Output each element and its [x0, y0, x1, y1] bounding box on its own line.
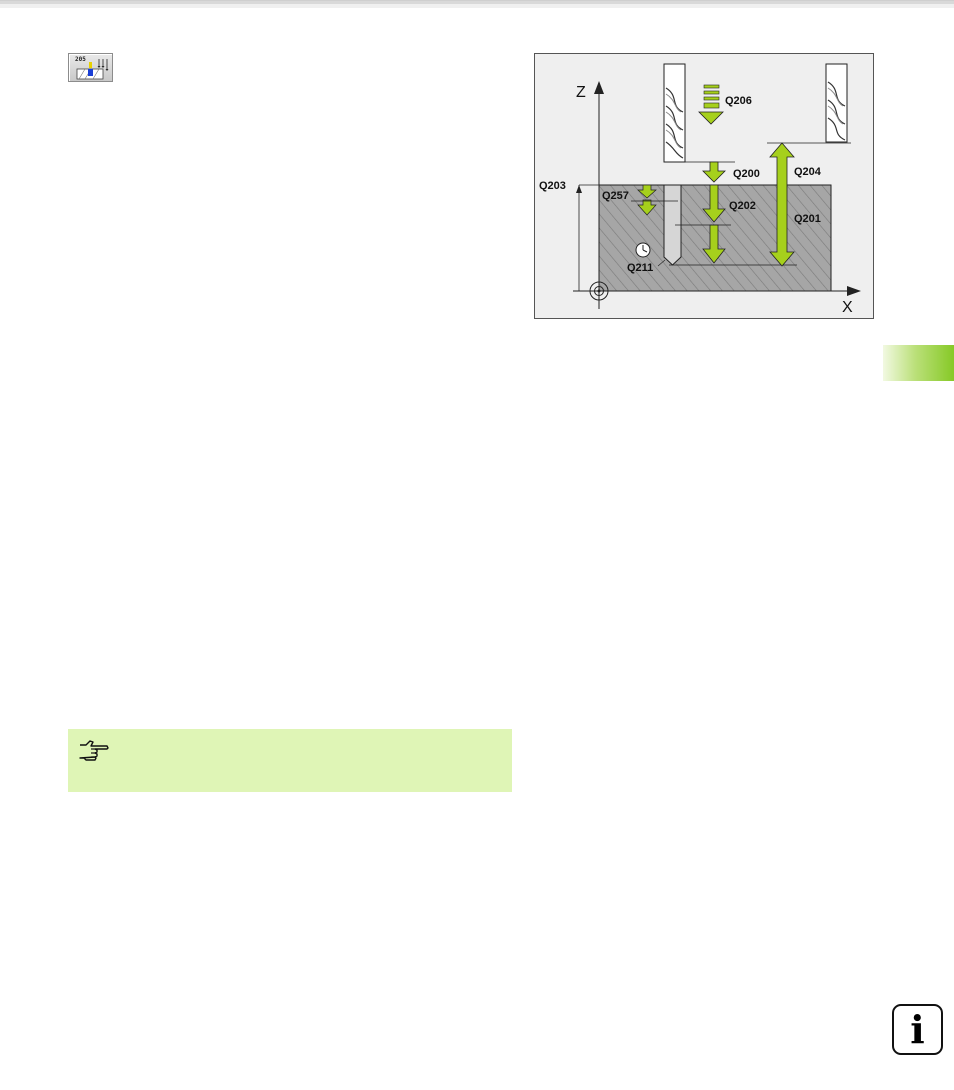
drilling-cycle-icon: [76, 59, 109, 80]
drilled-bore: [663, 184, 682, 266]
drill-tool-right: [825, 63, 848, 143]
info-button[interactable]: i: [892, 1004, 943, 1055]
info-icon: i: [910, 1007, 925, 1052]
label-q201: Q201: [794, 213, 821, 225]
note-box: [68, 729, 512, 792]
q202-plunge-arrows: [702, 184, 726, 264]
drill-tool-left: [663, 63, 686, 163]
q200-arrow: [702, 161, 726, 183]
label-q202: Q202: [729, 200, 756, 212]
page-top-rule: [0, 0, 954, 8]
label-q211: Q211: [627, 262, 653, 274]
label-q203: Q203: [539, 180, 566, 192]
cycle-205-parameter-figure: Z X Q206 Q200 Q204 Q203 Q257 Q202 Q201 Q…: [534, 53, 874, 319]
dwell-time-clock-icon: [635, 242, 651, 258]
chapter-marker-tab: [883, 345, 954, 381]
q206-feed-arrow: [698, 84, 724, 125]
z-axis-label: Z: [576, 84, 586, 101]
label-q206: Q206: [725, 95, 752, 107]
label-q257: Q257: [602, 190, 629, 202]
q201-q204-double-arrow: [769, 142, 795, 267]
datum-origin-symbol: [589, 281, 609, 301]
label-q200: Q200: [733, 168, 760, 180]
softkey-cycle-number: 205: [75, 56, 86, 63]
label-q204: Q204: [794, 166, 822, 178]
pointing-hand-icon: [79, 740, 109, 761]
x-axis-label: X: [842, 299, 853, 316]
cycle-205-softkey-icon: 205: [68, 53, 113, 82]
